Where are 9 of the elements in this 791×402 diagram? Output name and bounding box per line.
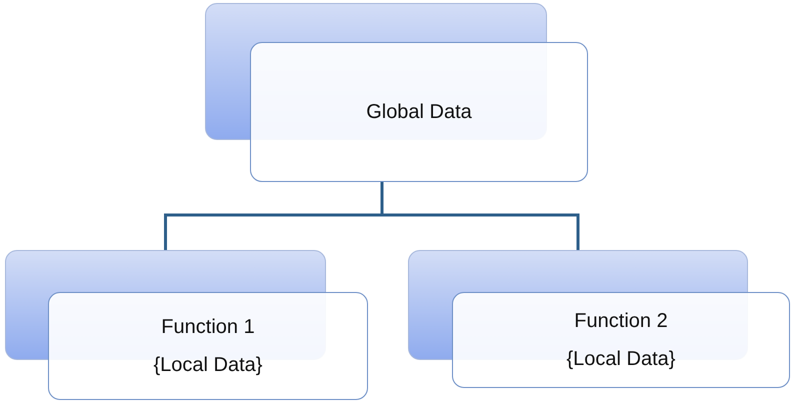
stacked-box	[408, 250, 790, 388]
box-label: Function 1	[161, 315, 255, 339]
box-label: Function 2	[574, 309, 668, 333]
connector-line	[380, 182, 580, 250]
box-label: Global Data	[366, 100, 472, 124]
stacked-box	[205, 3, 588, 182]
box-label: {Local Data}	[154, 353, 262, 377]
stacked-box	[5, 250, 368, 400]
box-label: {Local Data}	[566, 347, 676, 371]
